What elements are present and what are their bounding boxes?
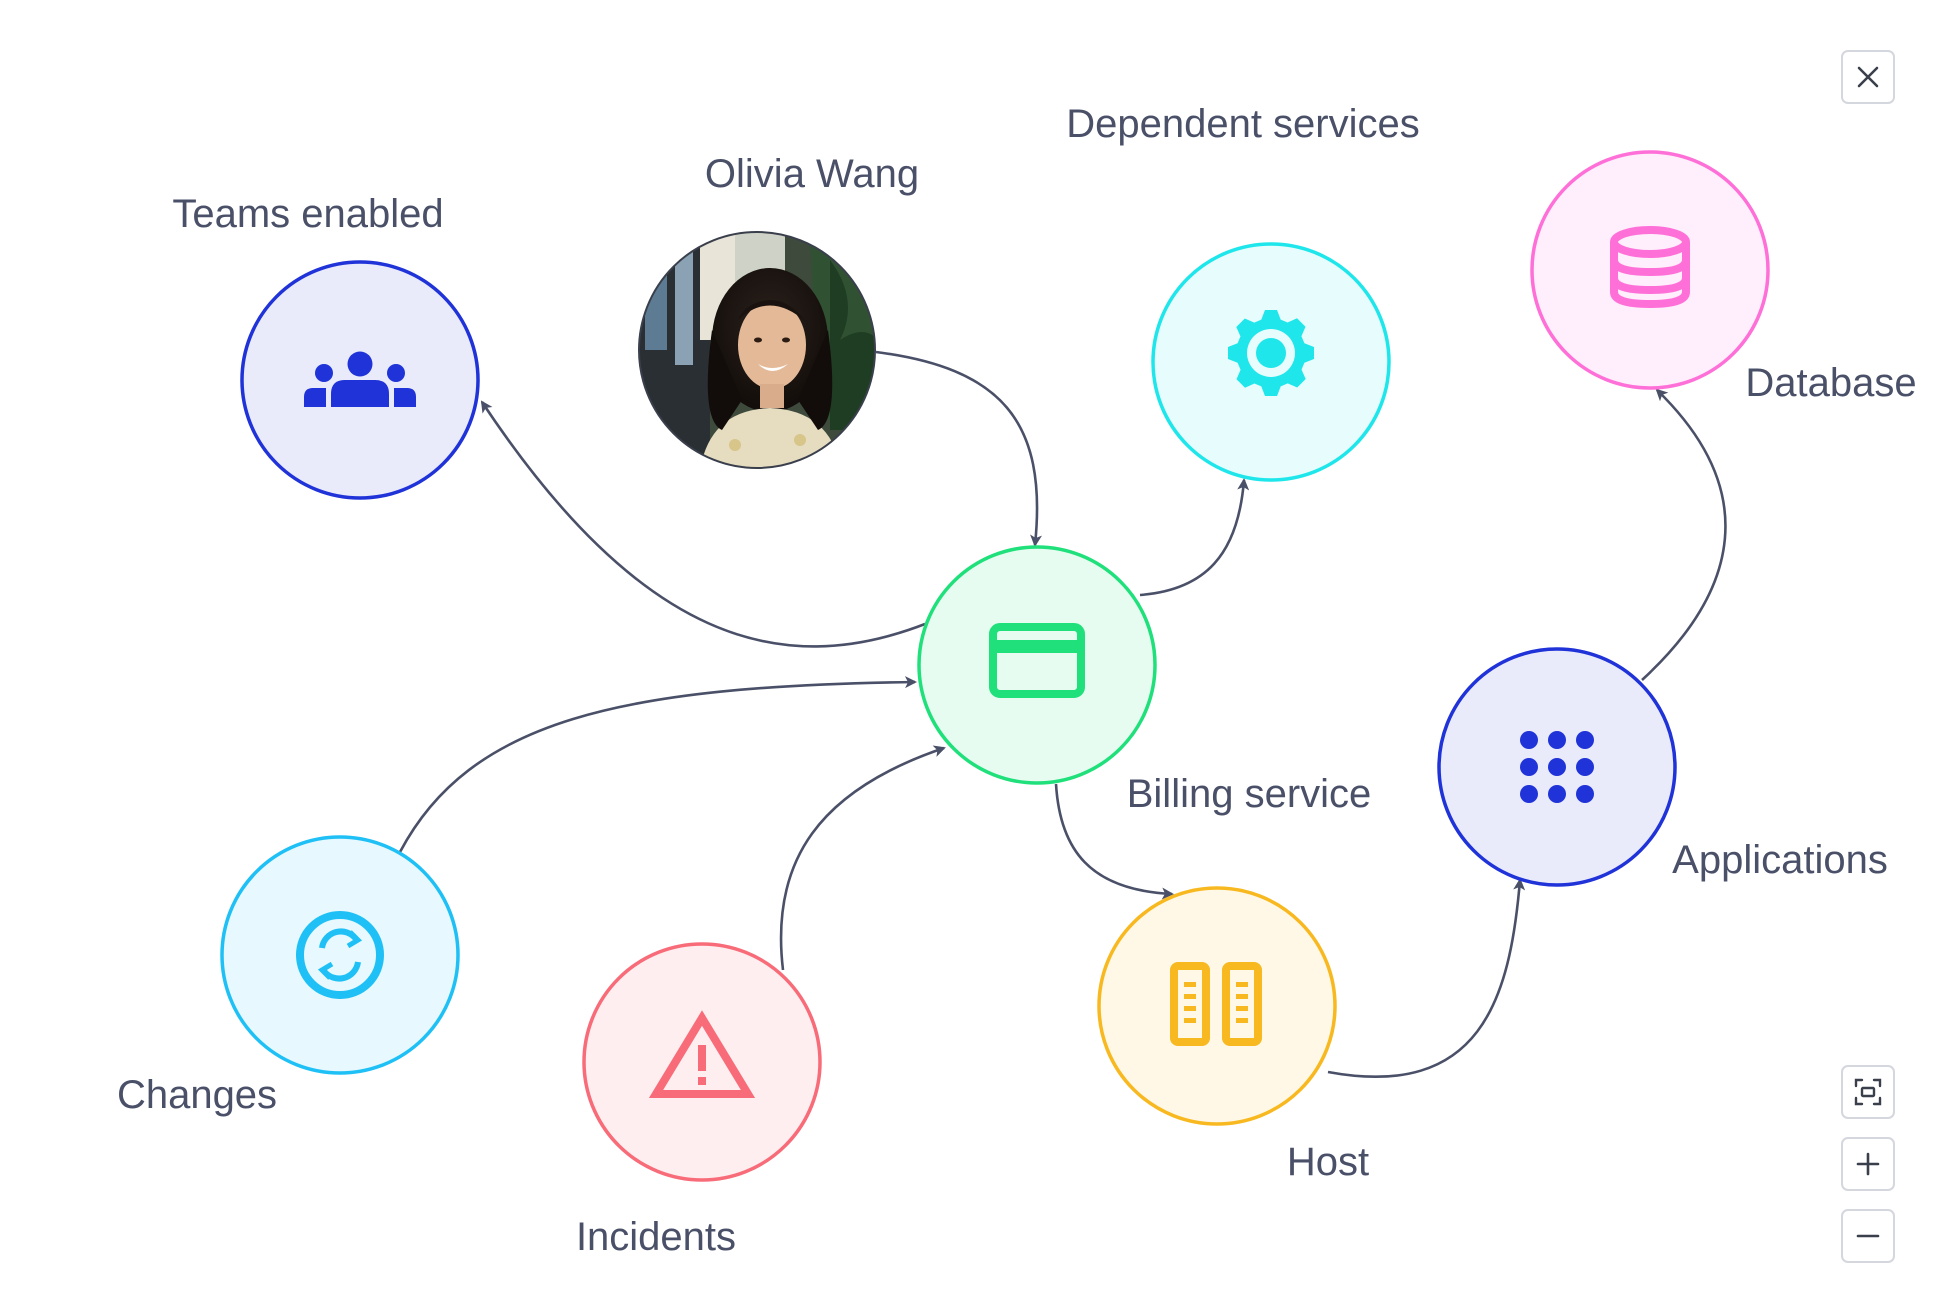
close-button[interactable] (1841, 50, 1895, 104)
edge-incidents-to-billing (779, 745, 946, 971)
node-applications[interactable]: Applications (1437, 647, 1888, 887)
edge-host-to-applications (1327, 878, 1526, 1078)
node-host[interactable]: Host (1097, 886, 1369, 1184)
node-label-person: Olivia Wang (705, 152, 919, 196)
node-label-applications: Applications (1672, 838, 1888, 882)
plus-icon (1856, 1152, 1880, 1176)
avatar (639, 232, 875, 468)
credit-card-icon (989, 623, 1085, 698)
node-changes[interactable]: Changes (117, 835, 460, 1117)
fit-view-icon (1854, 1078, 1882, 1106)
node-label-teams: Teams enabled (172, 192, 443, 236)
database-icon (1610, 226, 1690, 309)
gear-icon (1228, 310, 1314, 396)
edge-billing-to-host (1054, 783, 1174, 900)
sync-icon (296, 911, 384, 999)
apps-grid-icon (1520, 731, 1594, 803)
users-group-icon (304, 351, 416, 407)
zoom-out-button[interactable] (1841, 1209, 1895, 1263)
zoom-in-button[interactable] (1841, 1137, 1895, 1191)
node-incidents[interactable]: Incidents (576, 942, 822, 1259)
edge-billing-to-teams (480, 400, 926, 648)
close-icon (1857, 66, 1879, 88)
node-dependent-services[interactable]: Dependent services (1066, 102, 1420, 482)
minus-icon (1856, 1234, 1880, 1238)
node-label-changes: Changes (117, 1073, 277, 1117)
server-icon (1170, 962, 1262, 1046)
node-label-dependent: Dependent services (1066, 102, 1420, 146)
node-label-billing: Billing service (1127, 772, 1372, 816)
edge-applications-to-database (1641, 388, 1727, 681)
node-label-incidents: Incidents (576, 1215, 736, 1259)
edges (398, 350, 1727, 1078)
node-teams-enabled[interactable]: Teams enabled (172, 192, 480, 500)
edge-changes-to-billing (398, 676, 917, 853)
node-billing-service[interactable]: Billing service (917, 545, 1372, 816)
fit-view-button[interactable] (1841, 1065, 1895, 1119)
node-database[interactable]: Database (1530, 150, 1917, 405)
node-person[interactable]: Olivia Wang (630, 152, 919, 485)
node-label-host: Host (1287, 1140, 1369, 1184)
edge-person-to-billing (875, 350, 1042, 547)
warning-triangle-icon (648, 1010, 756, 1098)
node-label-database: Database (1745, 361, 1916, 405)
edge-billing-to-dependent (1139, 478, 1250, 597)
